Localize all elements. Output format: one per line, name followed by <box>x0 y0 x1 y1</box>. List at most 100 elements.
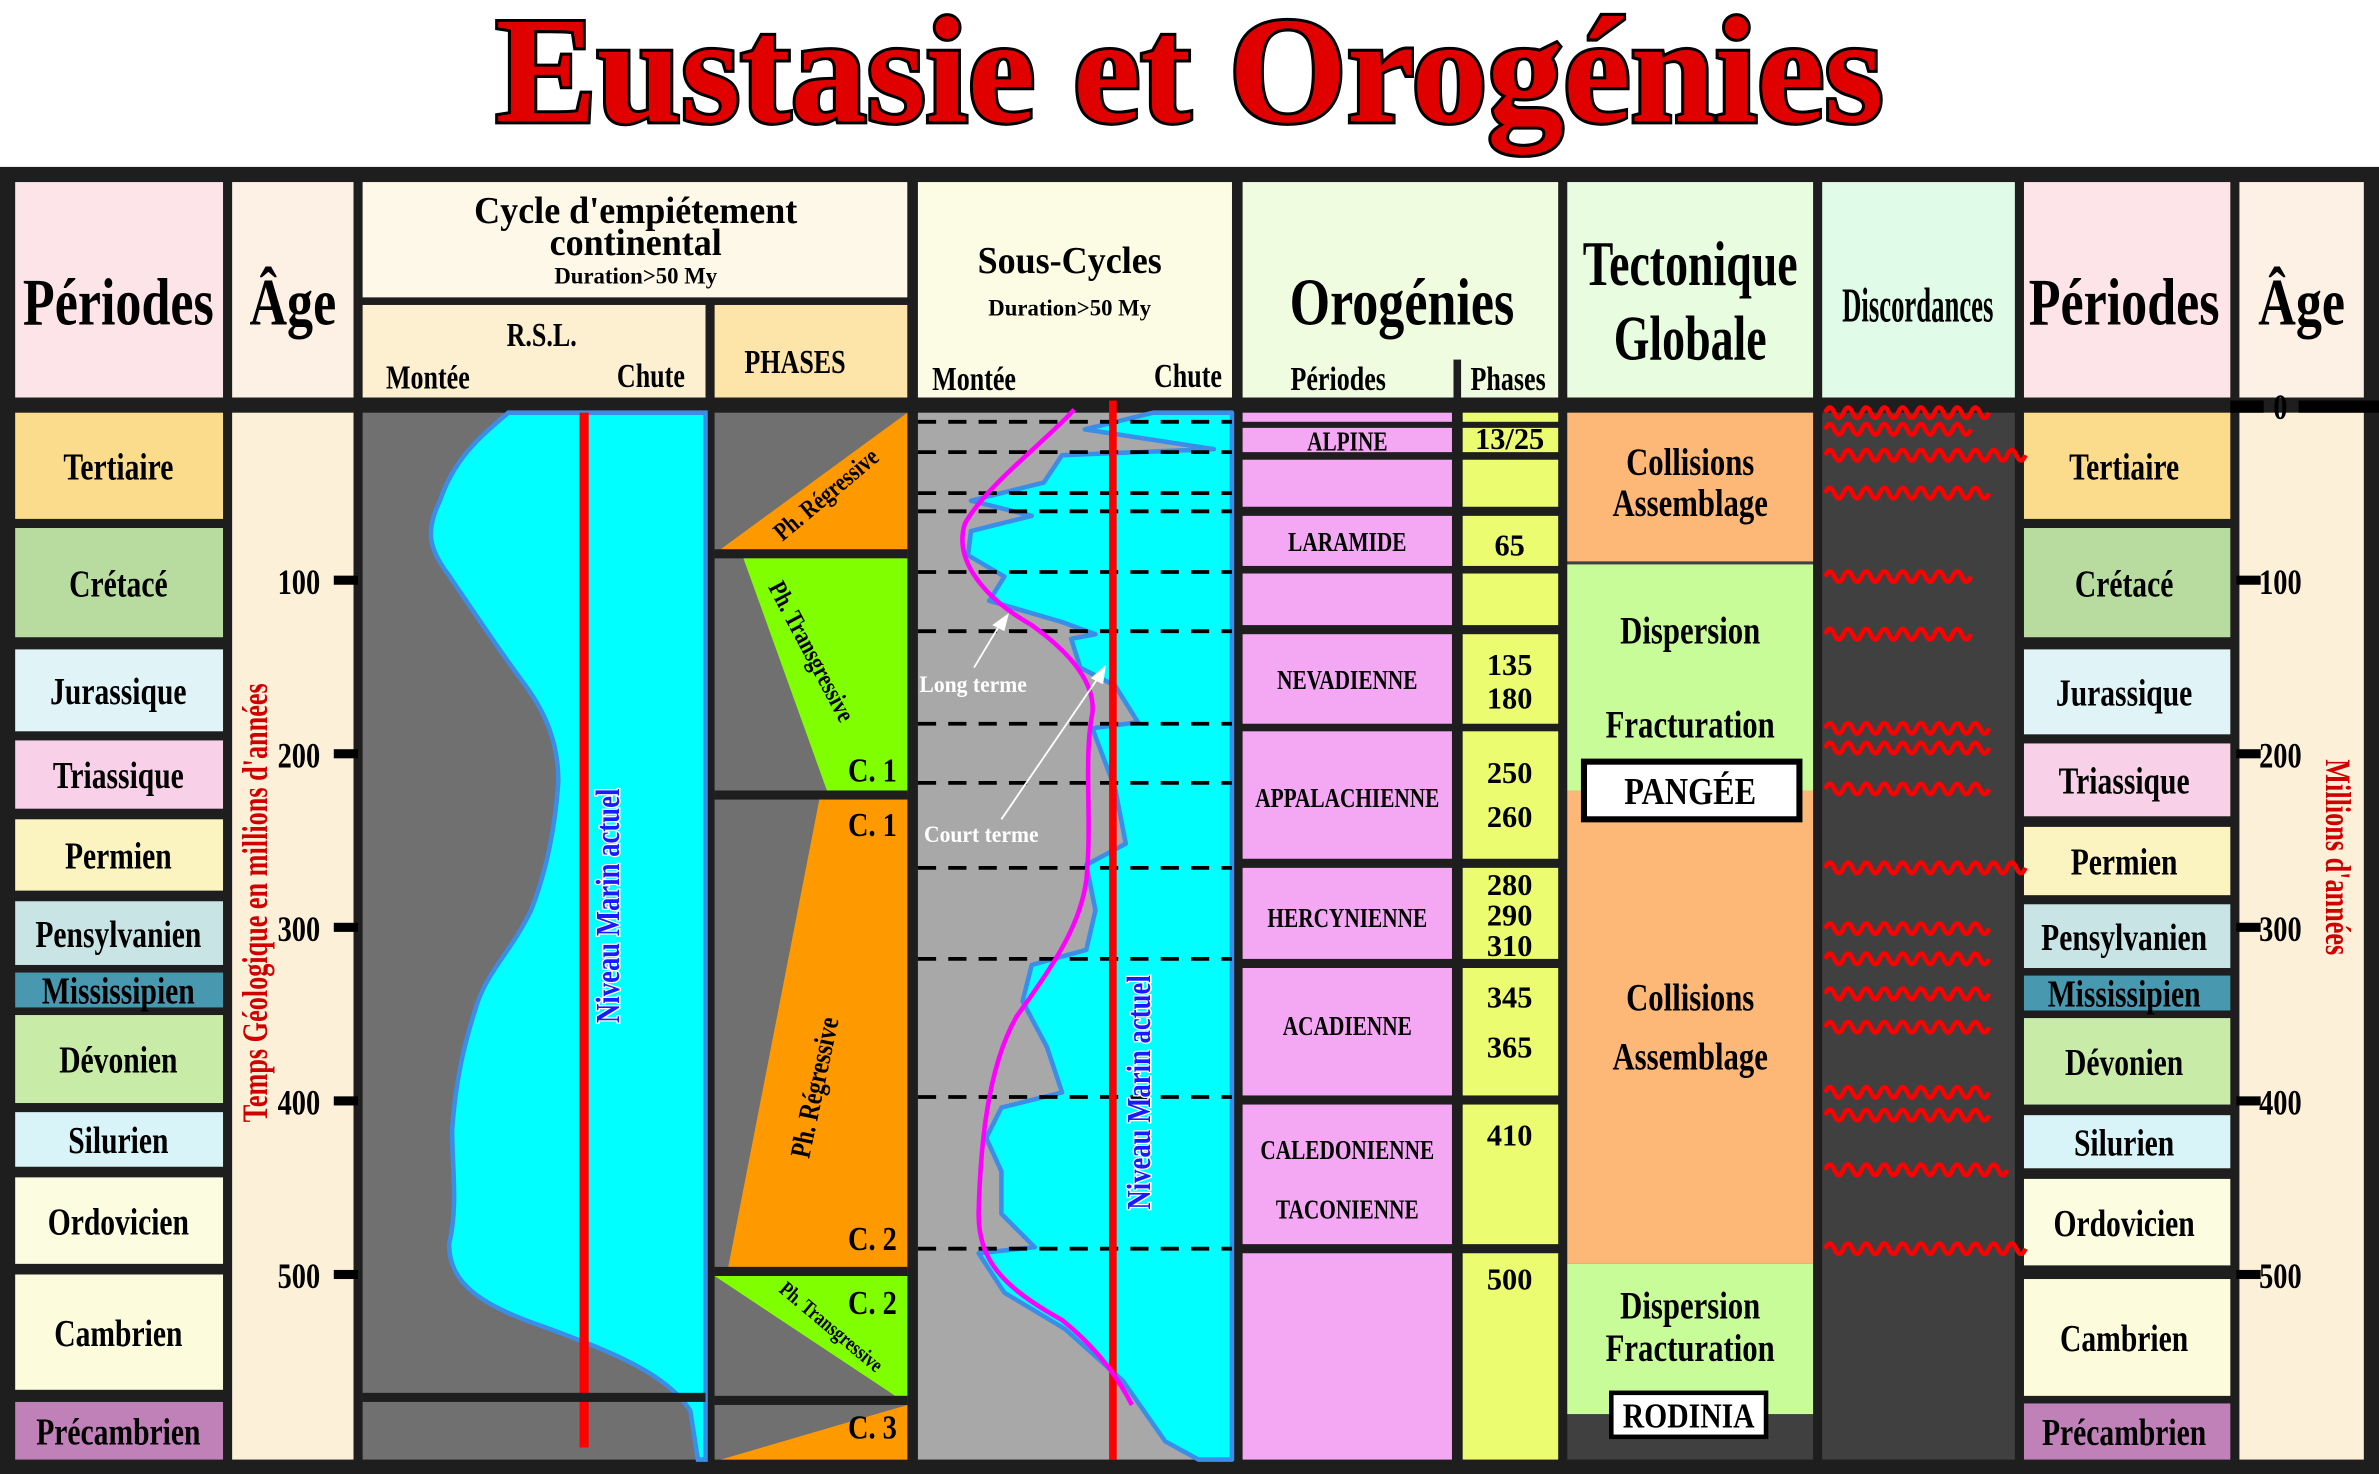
short-term-label: Court terme <box>924 822 1039 848</box>
header-discordances-label: Discordances <box>1842 280 1993 333</box>
header-rsl <box>362 304 706 398</box>
tectonique-label: Dispersion <box>1620 1283 1760 1328</box>
age-axis-label: Temps Géologique en millions d'années <box>235 683 275 1122</box>
period-label-right-permien: Permien <box>2071 842 2178 883</box>
period-cell-tertiaire <box>15 412 224 519</box>
header-orogenies <box>1242 182 1559 398</box>
period-cell-right-cretace <box>2023 528 2231 638</box>
age-tick-label-right: 200 <box>2259 736 2302 776</box>
orogeny-phase-cell <box>1462 1253 1559 1460</box>
header-cycle <box>362 182 908 298</box>
discordance-wave <box>1823 740 1992 756</box>
cycle-c1-label: C. 1 <box>848 806 897 844</box>
period-label-ordovicien: Ordovicien <box>48 1202 189 1243</box>
period-cell-right-ordovicien <box>2023 1178 2231 1266</box>
tectonique-label: Collisions <box>1626 975 1754 1020</box>
period-label-right-mississipien: Mississipien <box>2048 974 2201 1015</box>
header-periodes <box>15 182 224 398</box>
tectonique-dispersion-cell <box>1567 564 1814 791</box>
age-tick-label: 300 <box>278 910 321 950</box>
period-cell-right-tertiaire <box>2023 412 2231 519</box>
tectonique-label: Fracturation <box>1606 702 1775 747</box>
age-tick-label-right: 300 <box>2259 910 2302 950</box>
discordance-wave <box>1823 626 1973 642</box>
rsl-sea-level-line <box>579 412 589 1448</box>
period-cell-cambrien <box>15 1274 224 1390</box>
orogeny-phase-age: 135 <box>1487 648 1532 682</box>
period-label-right-triassique: Triassique <box>2059 761 2190 802</box>
orogeny-phase-cell <box>1462 731 1559 859</box>
header-orogenies-periodes: Périodes <box>1290 361 1385 398</box>
age-column <box>232 412 354 1460</box>
tectonique-label: Assemblage <box>1612 480 1767 525</box>
header-phases-label: PHASES <box>744 344 845 381</box>
tectonique-collision-cell <box>1567 790 1814 1264</box>
period-cell-pensylvanien <box>15 901 224 965</box>
arrow-head-icon <box>992 612 1009 632</box>
rsl-sea-curve <box>428 410 708 1462</box>
orogeny-name: APPALACHIENNE <box>1255 784 1439 814</box>
orogeny-phase-cell <box>1462 634 1559 724</box>
orogeny-name: LARAMIDE <box>1288 527 1406 557</box>
discordance-wave <box>1823 951 1992 967</box>
period-label-right-devonien: Dévonien <box>2065 1043 2183 1084</box>
header-age-label: Âge <box>249 266 336 340</box>
orogeny-name-cell <box>1242 867 1452 959</box>
header-periodes-label: Périodes <box>23 266 214 340</box>
period-label-right-cambrien: Cambrien <box>2060 1319 2188 1360</box>
phase-transgressive-2 <box>714 1276 908 1396</box>
sous-cycles-sea-level-label: Niveau Marin actuel <box>1120 975 1158 1209</box>
header-sous-cycles-fall: Chute <box>1154 358 1222 395</box>
tectonique-label: Assemblage <box>1612 1034 1767 1079</box>
period-cell-right-permien <box>2023 826 2231 896</box>
phase-divider <box>714 790 908 800</box>
cycle-c2-label: C. 2 <box>848 1220 897 1258</box>
phase-divider <box>714 1395 908 1405</box>
period-label-permien: Permien <box>65 836 172 877</box>
period-label-triassique: Triassique <box>53 756 184 797</box>
header-phases <box>714 304 908 398</box>
header-cycle-duration: Duration>50 My <box>554 264 717 289</box>
age-tick-label-right: 400 <box>2259 1083 2302 1123</box>
period-label-pensylvanien: Pensylvanien <box>35 914 201 955</box>
period-cell-right-pensylvanien <box>2023 904 2231 968</box>
orogeny-name-cell <box>1242 515 1452 566</box>
header-rsl-fall: Chute <box>617 358 685 395</box>
orogeny-column-divider <box>1451 397 1463 1460</box>
age-tick-right <box>2236 749 2261 759</box>
rodinia-box <box>1609 1390 1769 1440</box>
period-cell-silurien <box>15 1112 224 1167</box>
orogeny-phase-age: 280 <box>1487 868 1532 902</box>
orogeny-phase-age: 290 <box>1487 899 1532 933</box>
orogeny-phase-cell <box>1462 1104 1559 1245</box>
discordance-wave <box>1823 921 1992 937</box>
orogeny-phase-age: 250 <box>1487 756 1532 790</box>
header-rsl-rise: Montée <box>386 359 470 396</box>
orogeny-phase-cell <box>1462 573 1559 626</box>
orogeny-phase-age: 180 <box>1487 682 1532 716</box>
age-tick <box>333 1096 359 1106</box>
phase-transgressive-1 <box>743 558 908 791</box>
discordance-wave <box>1823 447 2028 463</box>
orogeny-name-cell <box>1242 1253 1452 1460</box>
age-tick-label: 500 <box>278 1257 321 1297</box>
period-cell-right-mississipien <box>2023 975 2231 1011</box>
period-cell-ordovicien <box>15 1177 224 1264</box>
orogeny-phase-age: 65 <box>1494 528 1524 562</box>
orogeny-phase-cell <box>1462 459 1559 507</box>
orogeny-name-cell <box>1242 459 1452 507</box>
header-orogenies-divider <box>1453 359 1462 415</box>
tectonique-collision-cell <box>1567 412 1814 562</box>
discordances-background <box>1822 412 2015 1460</box>
period-cell-right-cambrien <box>2023 1279 2231 1396</box>
orogeny-name: CALEDONIENNE <box>1260 1136 1434 1166</box>
period-cell-right-precambrien <box>2023 1403 2231 1460</box>
pangea-box <box>1580 758 1803 823</box>
header-tectonique-title-2: Globale <box>1614 304 1767 374</box>
age-tick-right <box>2236 1096 2261 1106</box>
rsl-sea-level-label: Niveau Marin actuel <box>589 789 627 1023</box>
orogeny-phase-cell <box>1462 867 1559 959</box>
orogeny-name-cell <box>1242 573 1452 626</box>
discordance-wave <box>1823 1107 1992 1123</box>
